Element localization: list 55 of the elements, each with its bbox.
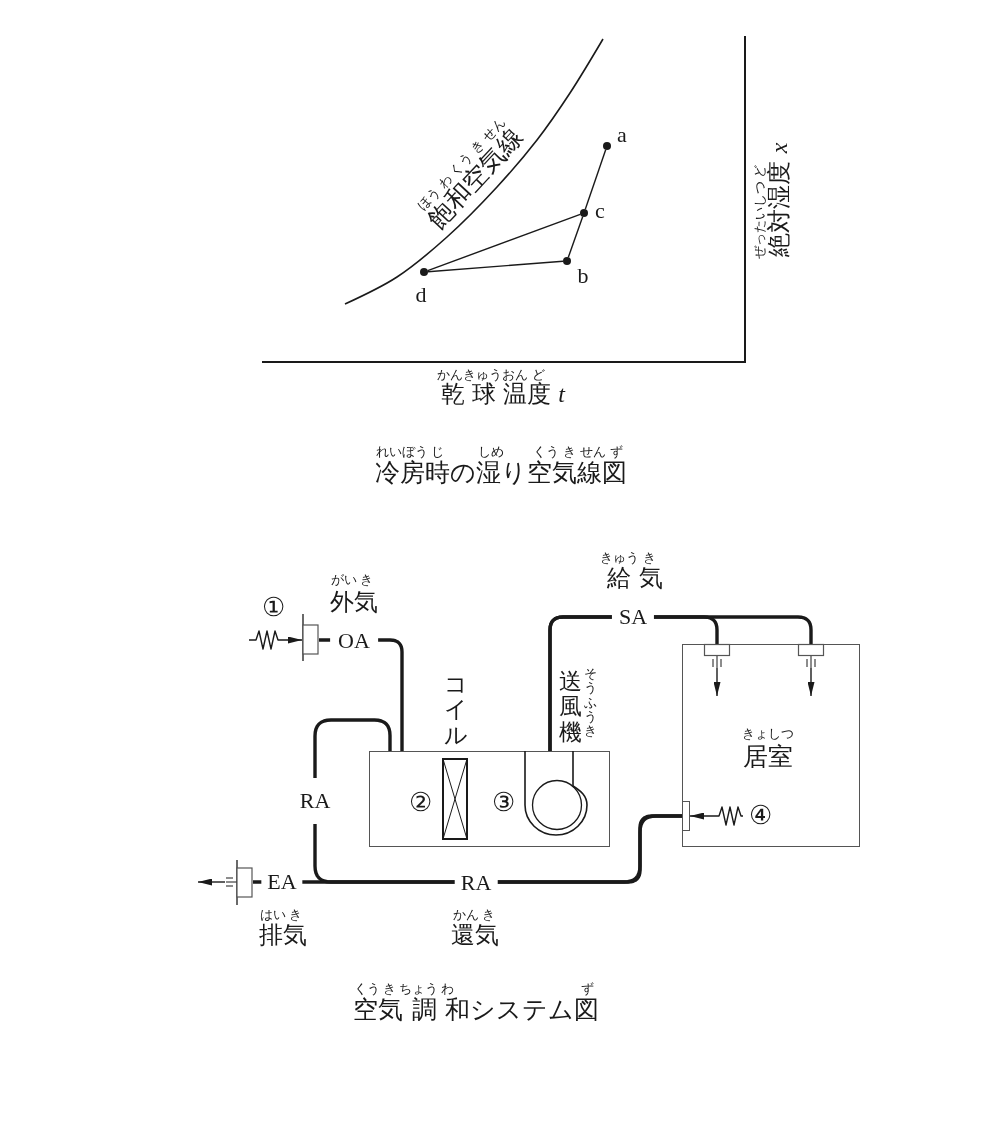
- furigana-text: くう き ちょう わ: [353, 981, 455, 995]
- furigana-text: きゅう き: [600, 550, 656, 564]
- figure-caption: 空気 調 和システム図: [353, 996, 599, 1022]
- callout-number: ①: [261, 595, 285, 621]
- grille-icon: [302, 614, 319, 661]
- airflow-arrow: [197, 878, 226, 886]
- point-label: b: [577, 265, 589, 287]
- axis-label: 絶対湿度 x: [767, 142, 791, 258]
- dot-icon: [603, 142, 611, 150]
- air-stream-label: 給 気: [607, 566, 663, 590]
- furigana-text: しめ: [478, 444, 504, 458]
- airflow-arrow: [689, 806, 744, 826]
- airflow-arrow: [807, 667, 815, 697]
- component-label: コイル: [443, 672, 467, 748]
- grille-icon: [225, 860, 253, 905]
- room-label: 居室: [743, 743, 793, 769]
- callout-number: ②: [408, 790, 432, 816]
- airflow-arrow: [713, 667, 721, 697]
- process-line: [427, 213, 581, 272]
- duct-line: [548, 615, 813, 751]
- furigana-text: そうふうき: [583, 667, 597, 739]
- furigana-text: かん き: [452, 907, 496, 921]
- coil-icon: [442, 758, 468, 840]
- air-stream-label: 排気: [259, 923, 307, 947]
- diffuser-icon: [704, 644, 730, 668]
- dot-icon: [420, 268, 428, 276]
- axis-label: 乾 球 温度 t: [441, 382, 565, 406]
- fan-icon: [524, 751, 588, 836]
- furigana-text: きょしつ: [742, 726, 794, 740]
- point-label: d: [415, 284, 427, 306]
- point-label: c: [595, 200, 605, 222]
- process-line: [427, 260, 564, 273]
- furigana-text: ぜったいしつ ど: [752, 164, 766, 260]
- furigana-text: くう き せん ず: [532, 444, 624, 458]
- furigana-text: ず: [580, 981, 594, 995]
- furigana-text: はい き: [259, 907, 303, 921]
- dot-icon: [580, 209, 588, 217]
- process-line: [584, 149, 607, 210]
- process-line: [567, 216, 584, 258]
- dot-icon: [563, 257, 571, 265]
- diffuser-icon: [798, 644, 824, 668]
- component-label: 送風機: [558, 669, 582, 745]
- furigana-text: れいぼう じ: [375, 444, 445, 458]
- point-label: a: [617, 124, 627, 146]
- airflow-arrow: [248, 630, 303, 650]
- air-stream-label: 外気: [330, 590, 378, 614]
- grille-icon: [682, 801, 690, 831]
- air-handler-box: [369, 751, 610, 847]
- callout-number: ④: [748, 803, 772, 829]
- furigana-text: がい き: [330, 572, 374, 586]
- room-box: [682, 644, 860, 847]
- furigana-text: かんきゅうおん ど: [437, 367, 545, 381]
- callout-number: ③: [491, 790, 515, 816]
- figure-caption: 冷房時の湿り空気線図: [375, 459, 627, 485]
- air-stream-label: 還気: [451, 923, 499, 947]
